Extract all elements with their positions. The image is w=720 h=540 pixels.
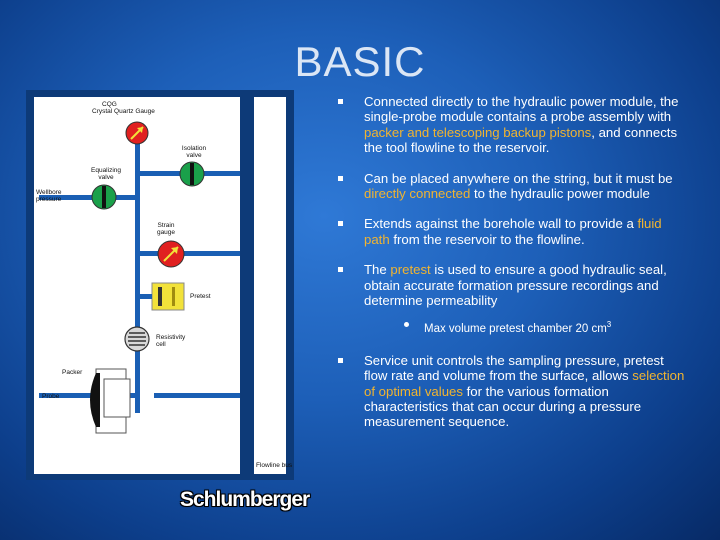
single-probe-diagram: CQG Crystal Quartz Gauge Isolation valve… [34, 97, 292, 474]
resistivity-cell-label: Resistivity cell [156, 334, 186, 348]
bullet-text: to the hydraulic power module [470, 186, 650, 202]
cqg-sub-label: Crystal Quartz Gauge [92, 108, 155, 115]
sub-bullet-item: Max volume pretest chamber 20 cm3 [364, 317, 686, 337]
flowline-bus-label: Flowline bus [256, 462, 293, 469]
square-bullet-icon [338, 175, 343, 181]
wellbore-branch [39, 195, 135, 200]
lower-branch [154, 393, 240, 398]
packer-probe-assembly [90, 368, 131, 434]
probe-label: Probe [42, 393, 60, 400]
slide-title: BASIC [294, 38, 426, 85]
highlight-text: packer and telescoping backup pistons [364, 124, 592, 140]
square-bullet-icon [338, 267, 343, 273]
sub-bullet-text: Max volume pretest chamber 20 cm [424, 323, 607, 336]
strain-gauge-label: Strain gauge [156, 222, 176, 236]
isolation-valve-icon [179, 161, 205, 187]
highlight-text: fluid path [364, 216, 662, 247]
bullet-item: Can be placed anywhere on the string, bu… [336, 171, 686, 202]
bullet-text: from the reservoir to the flowline. [389, 231, 585, 247]
strain-gauge-icon [157, 240, 185, 268]
square-bullet-icon [338, 99, 343, 104]
brand-logo: Schlumberger [180, 488, 310, 511]
bullet-text: Extends against the borehole wall to pro… [364, 216, 638, 232]
bullet-item: The pretest is used to ensure a good hyd… [336, 262, 686, 337]
superscript: 3 [606, 320, 612, 330]
highlight-text: pretest [390, 262, 431, 278]
bullet-text: , and connects the tool flowline to the … [364, 124, 678, 156]
bullet-list: Connected directly to the hydraulic powe… [336, 94, 686, 445]
bullet-item: Service unit controls the sampling press… [336, 353, 686, 430]
main-flowline [135, 133, 140, 413]
probe-branch [39, 393, 135, 398]
bullet-text: is used to ensure a good hydraulic seal,… [364, 262, 667, 309]
isolation-valve-label: Isolation valve [181, 145, 207, 159]
pretest-label: Pretest [190, 293, 211, 300]
bullet-item: Extends against the borehole wall to pro… [336, 216, 686, 247]
packer-label: Packer [62, 369, 83, 376]
equalizing-valve-label: Equalizing valve [91, 167, 121, 181]
cqg-label: CQG [102, 101, 117, 108]
highlight-text: directly connected [364, 186, 471, 202]
square-bullet-icon [338, 357, 343, 363]
bullet-text: Connected directly to the hydraulic powe… [364, 94, 679, 125]
cqg-gauge-icon [125, 121, 149, 145]
bullet-item: Connected directly to the hydraulic powe… [336, 94, 686, 156]
diagram-graphic [39, 97, 286, 474]
bullet-text: The [364, 262, 391, 278]
bullet-text: Can be placed anywhere on the string, bu… [364, 170, 673, 186]
highlight-text: selection of optimal values [364, 368, 685, 399]
strain-branch [140, 251, 240, 256]
bullet-text: Service unit controls the sampling press… [364, 352, 664, 384]
bullet-text: for the various formation characteristic… [364, 383, 642, 430]
resistivity-cell-icon [124, 326, 150, 352]
pretest-chamber-icon [140, 282, 185, 311]
square-bullet-icon [338, 221, 343, 227]
round-bullet-icon [404, 322, 409, 328]
equalizing-valve-icon [91, 184, 117, 210]
flowline-bus-boundary [240, 97, 254, 474]
wellbore-pressure-label: Wellbore pressure [36, 189, 62, 203]
